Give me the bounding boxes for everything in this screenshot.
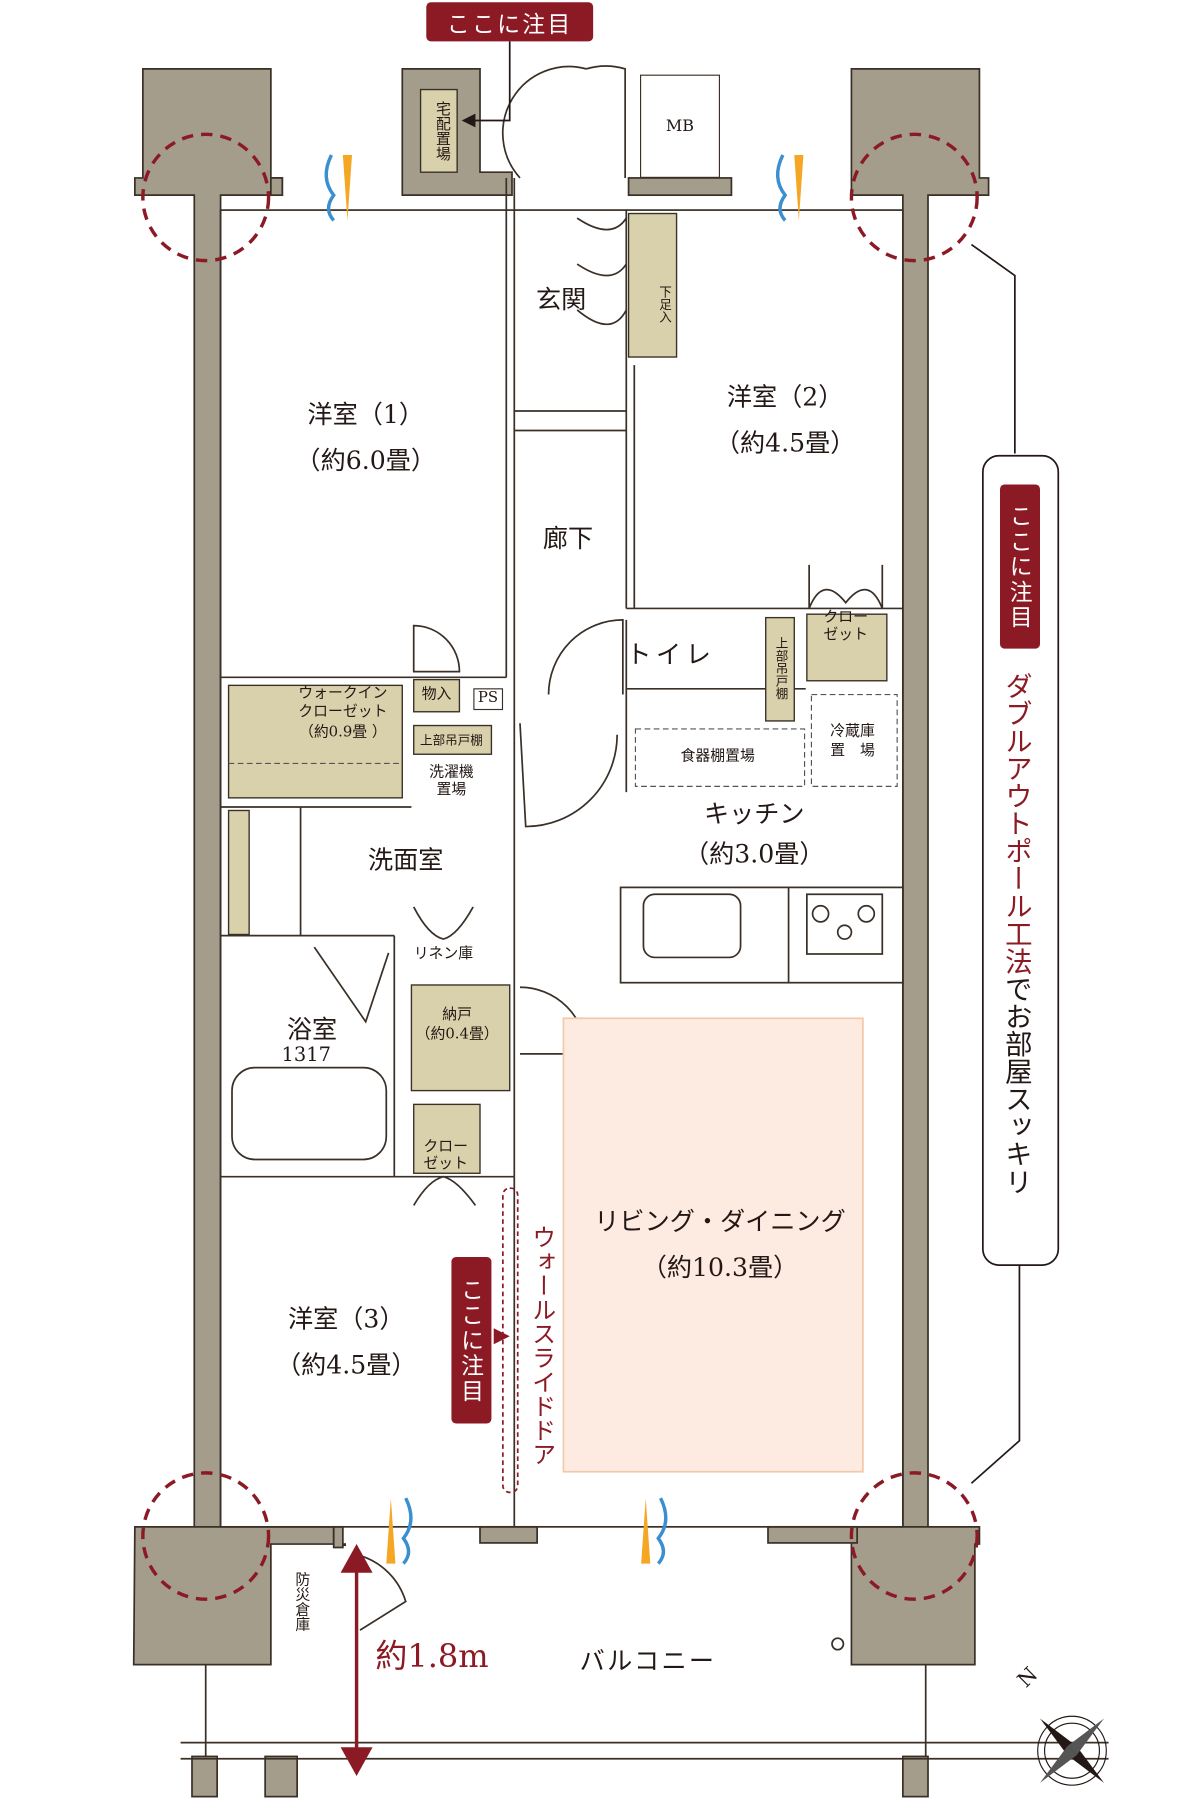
furniture-guides bbox=[228, 693, 898, 787]
outpole-note-box bbox=[981, 454, 1060, 1266]
western3-name: 洋室（3） bbox=[287, 1305, 405, 1335]
storeroom-line2: （約0.4畳） bbox=[415, 1025, 499, 1043]
storage-areas bbox=[227, 88, 888, 1174]
outpole-note-black: でお部屋スッキリ bbox=[999, 974, 1032, 1196]
linen-label: リネン庫 bbox=[413, 945, 474, 963]
toilet-closet-line2: ゼット bbox=[823, 626, 869, 644]
wic-line1: ウォークイン bbox=[298, 684, 388, 703]
compass-icon bbox=[1037, 1715, 1107, 1786]
toilet-cabinet-label: 上部吊戸棚 bbox=[774, 636, 789, 700]
balcony-label: バルコニー bbox=[579, 1647, 717, 1677]
western3-size: （約4.5畳） bbox=[275, 1351, 417, 1381]
disaster-storage-label: 防災倉庫 bbox=[291, 1571, 310, 1632]
wall-slide-door-label: ウォールスライドドア bbox=[529, 1224, 557, 1466]
wall-slide-door-marker bbox=[501, 1187, 519, 1494]
outpole-note: ダブルアウトポール工法でお部屋スッキリ bbox=[999, 671, 1032, 1196]
living-highlight bbox=[562, 1017, 864, 1473]
hallway-label: 廊下 bbox=[542, 525, 594, 554]
outpole-note-red: ダブルアウトポール工法 bbox=[999, 671, 1032, 975]
cupboard-label: 食器棚置場 bbox=[680, 747, 755, 766]
western1-size: （約6.0畳） bbox=[295, 446, 436, 476]
toilet-closet-line1: クロー bbox=[823, 609, 869, 627]
structural-walls bbox=[132, 68, 990, 1798]
closet3-line1: クロー bbox=[423, 1138, 469, 1156]
mb-box: MB bbox=[639, 74, 720, 178]
kitchen-name: キッチン bbox=[703, 800, 805, 830]
closet3-line2: ゼット bbox=[423, 1155, 469, 1173]
western1-name: 洋室（1） bbox=[307, 401, 424, 430]
delivery-box-label: 宅配置場 bbox=[432, 101, 450, 161]
wic-line2: クローゼット bbox=[298, 703, 388, 721]
living-name: リビング・ダイニング bbox=[594, 1208, 846, 1237]
western2-name: 洋室（2） bbox=[726, 383, 844, 413]
living-size: （約10.3畳） bbox=[641, 1254, 799, 1283]
mb-label: MB bbox=[665, 117, 695, 136]
outpole-circles bbox=[141, 132, 979, 1601]
callout-top-text: ここに注目 bbox=[446, 9, 573, 38]
bath-size: 1317 bbox=[281, 1043, 332, 1067]
shoe-storage-label: 下足入 bbox=[657, 285, 673, 324]
callout-arrows bbox=[468, 41, 1021, 1484]
callout-right-text: ここに注目 bbox=[1005, 503, 1034, 630]
washer-line2: 置場 bbox=[436, 781, 467, 799]
kitchen-size: （約3.0畳） bbox=[683, 840, 825, 870]
balcony-depth-label: 約1.8m bbox=[375, 1636, 489, 1675]
bath-name: 浴室 bbox=[286, 1016, 338, 1046]
ps-label: PS bbox=[473, 688, 503, 711]
callout-top-badge: ここに注目 bbox=[426, 2, 594, 42]
callout-door-badge: ここに注目 bbox=[451, 1257, 492, 1424]
callout-right-badge: ここに注目 bbox=[999, 484, 1040, 649]
toilet-label: トイレ bbox=[626, 640, 716, 670]
upper-cabinet-label: 上部吊戸棚 bbox=[419, 733, 483, 749]
washer-line1: 洗濯機 bbox=[429, 764, 474, 782]
western2-size: （約4.5畳） bbox=[714, 429, 856, 459]
balcony-depth-arrow bbox=[340, 1544, 373, 1776]
callout-door-text: ここに注目 bbox=[457, 1277, 485, 1404]
fridge-line2: 置 場 bbox=[830, 742, 875, 760]
wic-line3: （約0.9畳 ） bbox=[298, 723, 387, 742]
washroom-label: 洗面室 bbox=[367, 846, 444, 876]
window-ventilation-icons bbox=[324, 154, 804, 1565]
entrance-label: 玄関 bbox=[535, 286, 587, 315]
storage-label: 物入 bbox=[421, 685, 452, 704]
fridge-line1: 冷蔵庫 bbox=[830, 722, 875, 740]
storeroom-line1: 納戸 bbox=[442, 1006, 473, 1024]
